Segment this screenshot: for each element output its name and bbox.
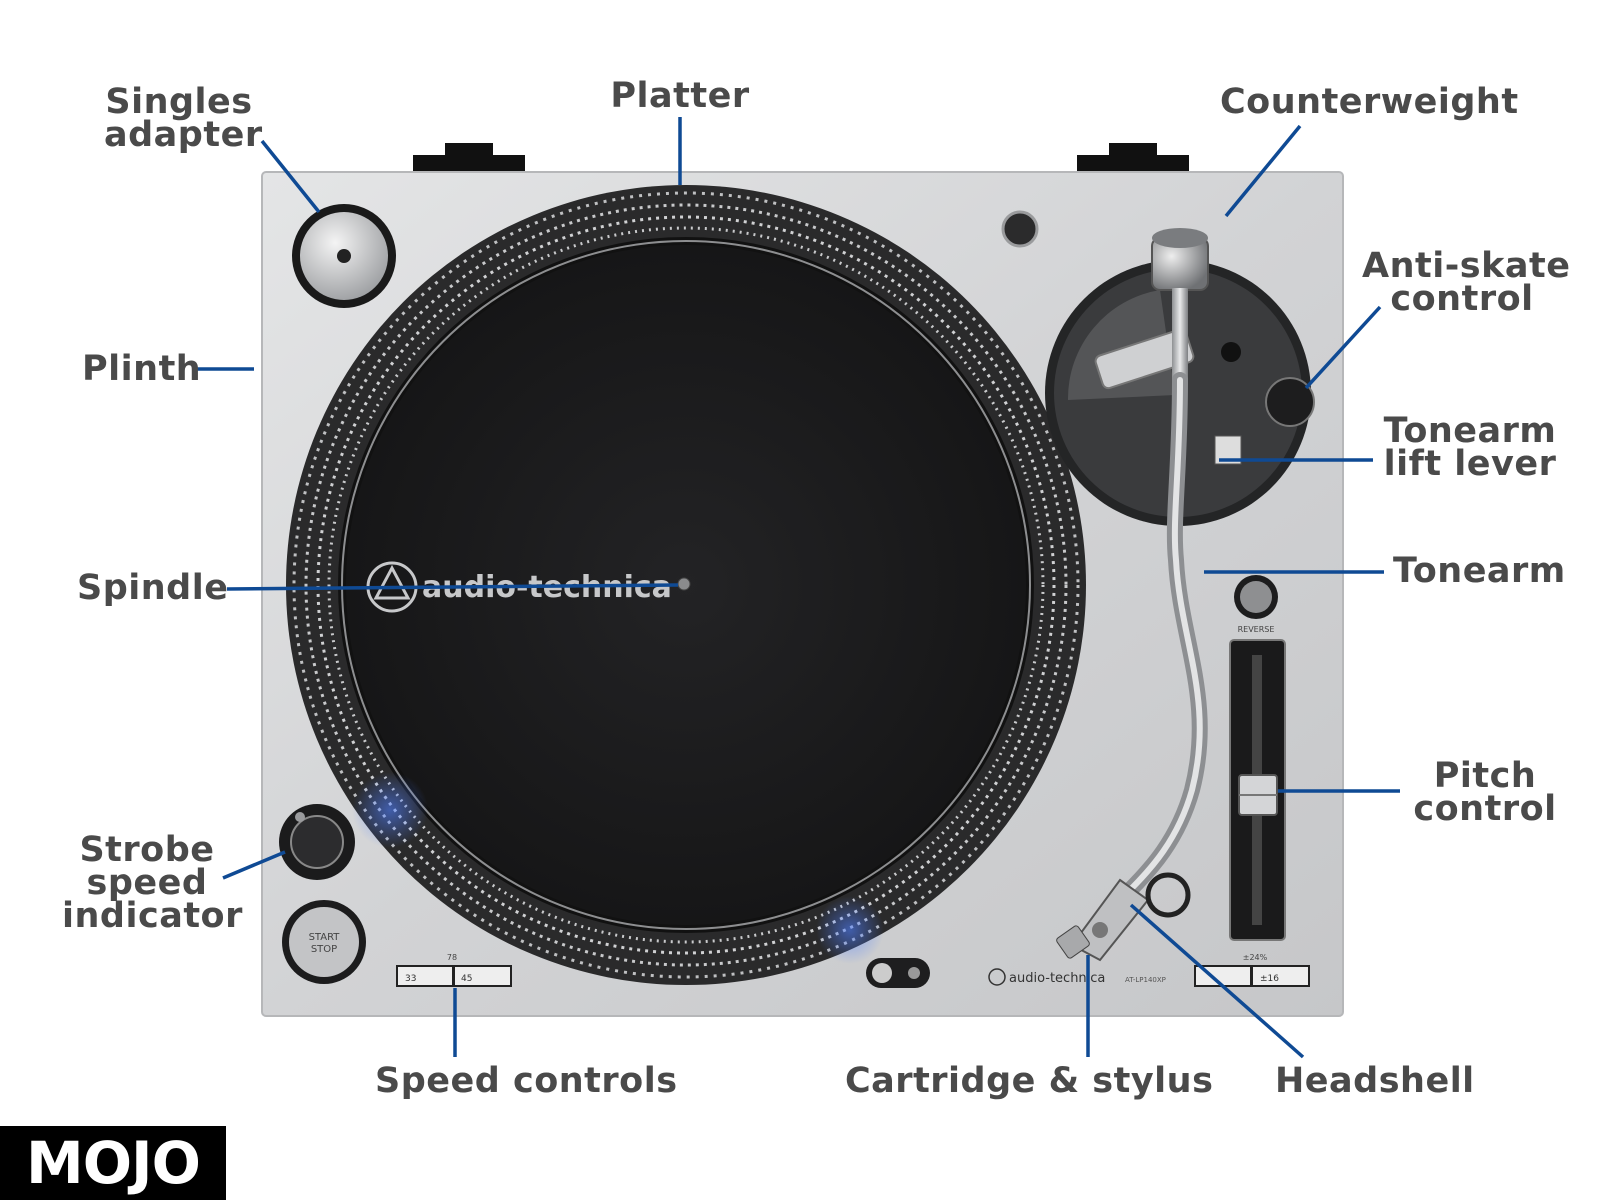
rear-feet (413, 143, 1189, 171)
label-strobe-line3: indicator (62, 896, 243, 936)
tonearm-shape (1056, 228, 1209, 962)
label-cartridge: Cartridge & stylus (845, 1061, 1214, 1101)
label-tonearm-lift-line2: lift lever (1383, 444, 1557, 484)
plinth-brand-text: audio-technica (1009, 971, 1105, 986)
pitch-16-label: ±16 (1260, 974, 1279, 984)
platter-shape: audio-technica (286, 185, 1086, 985)
label-headshell: Headshell (1275, 1061, 1475, 1101)
reverse-button: REVERSE (1234, 575, 1278, 634)
label-platter: Platter (610, 76, 750, 116)
label-speed-controls: Speed controls (375, 1061, 678, 1101)
label-strobe-line1: Strobe (79, 830, 215, 870)
leader-strobe (222, 850, 286, 880)
leader-singles-adapter (260, 139, 321, 214)
label-pitch-control-line2: control (1413, 789, 1557, 829)
speed-buttons: 78 33 45 (396, 953, 512, 987)
leader-lines (197, 117, 1400, 1059)
label-pitch-control-line1: Pitch (1433, 756, 1537, 796)
label-plinth: Plinth (82, 349, 202, 389)
label-spindle: Spindle (77, 568, 229, 608)
power-knob (279, 804, 355, 880)
label-strobe: Strobe speed indicator (62, 830, 243, 936)
pitch-range-buttons: ±24% ±16 (1194, 953, 1310, 987)
speed-33-label: 33 (405, 974, 416, 984)
leader-counterweight (1224, 124, 1302, 218)
label-tonearm-lift-line1: Tonearm (1383, 411, 1557, 451)
leader-spindle (226, 583, 679, 591)
label-anti-skate-line2: control (1390, 279, 1534, 319)
start-label: START (309, 932, 341, 943)
headshell-shape (1056, 878, 1150, 962)
anti-skate-dial (1265, 377, 1315, 427)
leader-headshell (1129, 903, 1305, 1059)
label-anti-skate-line1: Anti-skate (1362, 246, 1571, 286)
leader-anti-skate (1304, 305, 1382, 390)
headphone-jack (866, 958, 930, 988)
stop-label: STOP (311, 944, 337, 955)
label-singles-adapter: Singles adapter (104, 82, 263, 155)
label-anti-skate: Anti-skate control (1362, 246, 1571, 319)
speed-78-label: 78 (447, 953, 457, 962)
speed-45-label: 45 (461, 974, 472, 984)
label-strobe-line2: speed (86, 863, 208, 903)
pitch-slider (1229, 639, 1286, 941)
model-text: AT-LP140XP (1125, 976, 1166, 984)
singles-adapter-shape (292, 204, 396, 308)
start-stop-button: START STOP (282, 900, 366, 984)
label-singles-adapter-line2: adapter (104, 115, 263, 155)
label-singles-adapter-line1: Singles (105, 82, 253, 122)
reverse-label: REVERSE (1238, 625, 1275, 634)
label-tonearm: Tonearm (1393, 551, 1566, 591)
label-tonearm-lift: Tonearm lift lever (1380, 411, 1560, 484)
plinth-branding: audio-technica AT-LP140XP (988, 968, 1166, 986)
mojo-logo: MOJO (0, 1126, 226, 1200)
spindle-shape (677, 577, 691, 591)
label-pitch-control: Pitch control (1400, 756, 1570, 829)
label-counterweight: Counterweight (1220, 82, 1519, 122)
pitch-range-label: ±24% (1243, 953, 1268, 962)
